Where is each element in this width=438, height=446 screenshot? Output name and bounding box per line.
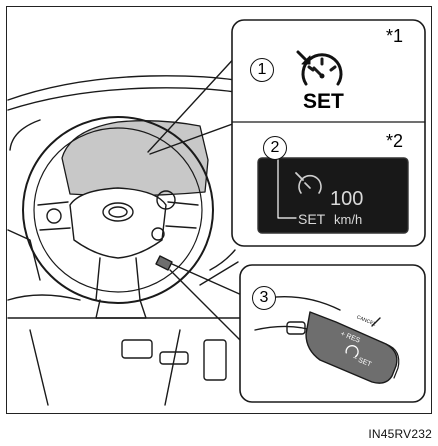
steering-wheel-rim [22, 116, 214, 304]
callout-number-2: 2 [263, 136, 287, 160]
display-arrow-icon [295, 172, 304, 181]
dash-left-panel [7, 229, 41, 281]
dash-right-line-2 [199, 261, 239, 286]
callout-number-1-text: 1 [257, 61, 267, 78]
right-spoke-control-2 [151, 227, 165, 241]
lower-dash [7, 294, 241, 319]
accelerator-pedal [159, 351, 189, 365]
lever-cancel-arrow [371, 317, 381, 327]
leader-line-lever-top [171, 263, 245, 297]
leader-line-lever-bottom [169, 269, 245, 345]
callout-number-3-text: 3 [259, 289, 269, 306]
lever-cruise-icon [345, 345, 359, 358]
left-spoke-control [46, 208, 62, 224]
footnote-1: *1 [386, 26, 404, 46]
display-panel [257, 157, 409, 234]
steering-wheel-rim-inner [33, 127, 203, 293]
leader-line-top [147, 53, 239, 153]
lever-mount [286, 321, 306, 335]
indicator-arrow-icon [296, 50, 311, 65]
diagram-frame [6, 6, 432, 414]
callout-number-2-text: 2 [270, 139, 280, 156]
right-spoke-lines [165, 201, 199, 229]
left-spoke-lines [37, 201, 71, 231]
toyota-logo-outer [102, 202, 134, 222]
cruise-control-lever [305, 311, 398, 384]
indicator-connector [277, 159, 297, 219]
figure-code: IN45RV232 [368, 427, 432, 441]
dash-left-vent [9, 119, 41, 151]
dash-top-line [7, 75, 236, 101]
display-speed: 100 [330, 188, 364, 210]
footnote-2: *2 [386, 131, 404, 151]
callout-number-1: 1 [250, 58, 274, 82]
brake-pedal [121, 339, 153, 359]
leader-line-middle [149, 121, 239, 155]
gauge-cluster-panel [61, 120, 209, 197]
steering-hub [69, 187, 167, 259]
lower-spoke [95, 257, 141, 301]
lever-tip [385, 343, 400, 379]
callout-number-3: 3 [252, 286, 276, 310]
display-unit: km/h [334, 212, 363, 227]
cruise-lever-small [155, 255, 173, 271]
right-spoke-control [156, 190, 176, 210]
set-label: SET [303, 90, 344, 113]
toyota-logo-inner [108, 206, 128, 218]
cruise-control-speedometer-icon [301, 53, 343, 86]
gas-pedal [203, 339, 227, 381]
display-set-label: SET [298, 211, 326, 227]
console-lines [29, 329, 181, 406]
dash-right-line [209, 249, 236, 271]
display-cruise-icon [298, 174, 322, 194]
dash-top-line-2 [7, 87, 236, 111]
